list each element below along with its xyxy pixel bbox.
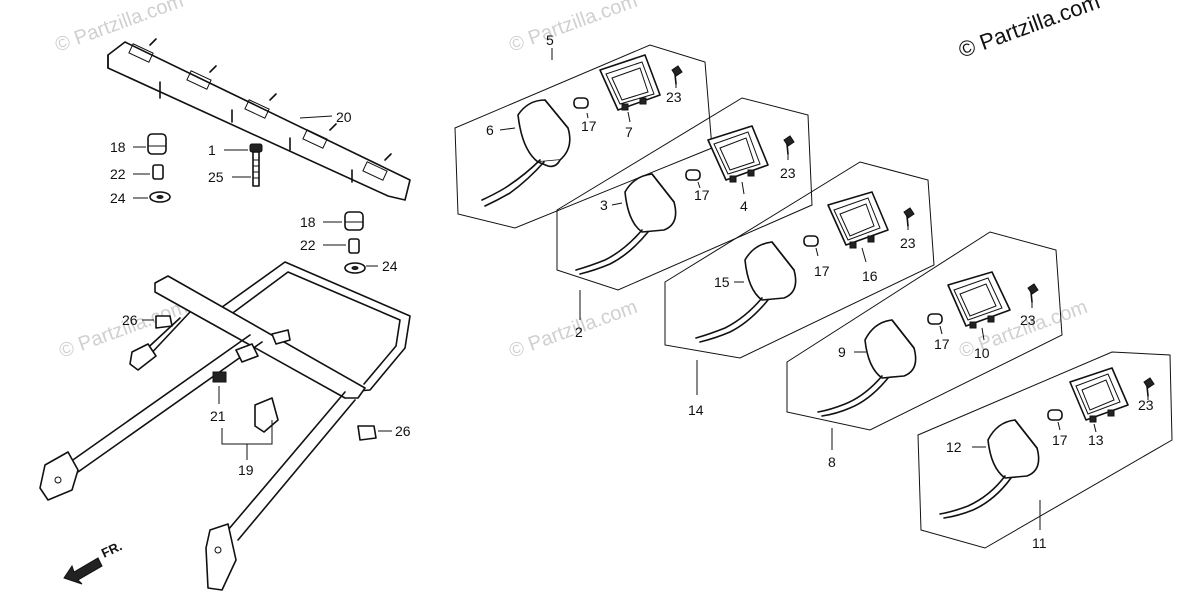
callout-11: 11 xyxy=(1032,535,1047,551)
front-direction-marker: FR. xyxy=(63,538,124,585)
front-label: FR. xyxy=(99,538,124,560)
nut xyxy=(357,425,377,441)
rubber-grommet xyxy=(147,133,167,155)
callout-18: 18 xyxy=(110,139,126,155)
callout-17: 17 xyxy=(581,118,597,134)
callout-22: 22 xyxy=(300,237,316,253)
collar xyxy=(348,238,360,254)
callout-2: 2 xyxy=(575,324,583,340)
callout-20: 20 xyxy=(336,109,352,125)
washer xyxy=(149,191,171,203)
callout-23: 23 xyxy=(780,165,796,181)
callout-23: 23 xyxy=(900,235,916,251)
watermark: © Partzilla.com xyxy=(506,0,640,57)
callout-9: 9 xyxy=(838,344,846,360)
callout-21: 21 xyxy=(210,408,226,424)
callout-17: 17 xyxy=(814,263,830,279)
nut xyxy=(155,315,173,329)
callout-3: 3 xyxy=(600,197,608,213)
callout-24: 24 xyxy=(382,258,398,274)
rubber-grommet xyxy=(344,211,364,231)
callout-8: 8 xyxy=(828,454,836,470)
callout-17: 17 xyxy=(694,187,710,203)
leader-line xyxy=(299,115,333,119)
turn-signal-assembly-14 xyxy=(664,161,935,359)
callout-26: 26 xyxy=(395,423,411,439)
callout-10: 10 xyxy=(974,345,990,361)
callout-23: 23 xyxy=(1138,397,1154,413)
callout-7: 7 xyxy=(625,124,633,140)
callout-16: 16 xyxy=(862,268,878,284)
arrow-left-down-icon xyxy=(63,557,103,585)
callout-26: 26 xyxy=(122,312,138,328)
callout-25: 25 xyxy=(208,169,224,185)
callout-1: 1 xyxy=(208,142,216,158)
callout-19: 19 xyxy=(238,462,254,478)
watermark: © Partzilla.com xyxy=(506,296,640,363)
collar xyxy=(152,164,164,180)
washer xyxy=(344,262,366,274)
callout-13: 13 xyxy=(1088,432,1104,448)
callout-6: 6 xyxy=(486,122,494,138)
callout-23: 23 xyxy=(1020,312,1036,328)
callout-17: 17 xyxy=(1052,432,1068,448)
callout-17: 17 xyxy=(934,336,950,352)
callout-14: 14 xyxy=(688,402,704,418)
carrier-frame xyxy=(39,261,411,591)
turn-signal-assembly-2 xyxy=(556,97,813,291)
turn-signal-assembly-8 xyxy=(786,231,1063,431)
turn-signal-assembly-11 xyxy=(917,351,1173,549)
callout-12: 12 xyxy=(946,439,962,455)
watermark: © Partzilla.com xyxy=(56,296,190,363)
callout-24: 24 xyxy=(110,190,126,206)
bolt xyxy=(249,143,263,187)
callout-5: 5 xyxy=(546,32,554,48)
rubber-pad xyxy=(212,371,227,383)
copyright-text: © Partzilla.com xyxy=(955,0,1103,63)
callout-22: 22 xyxy=(110,166,126,182)
callout-15: 15 xyxy=(714,274,730,290)
callout-18: 18 xyxy=(300,214,316,230)
mounting-bar xyxy=(107,38,411,201)
callout-4: 4 xyxy=(740,198,748,214)
callout-23: 23 xyxy=(666,89,682,105)
